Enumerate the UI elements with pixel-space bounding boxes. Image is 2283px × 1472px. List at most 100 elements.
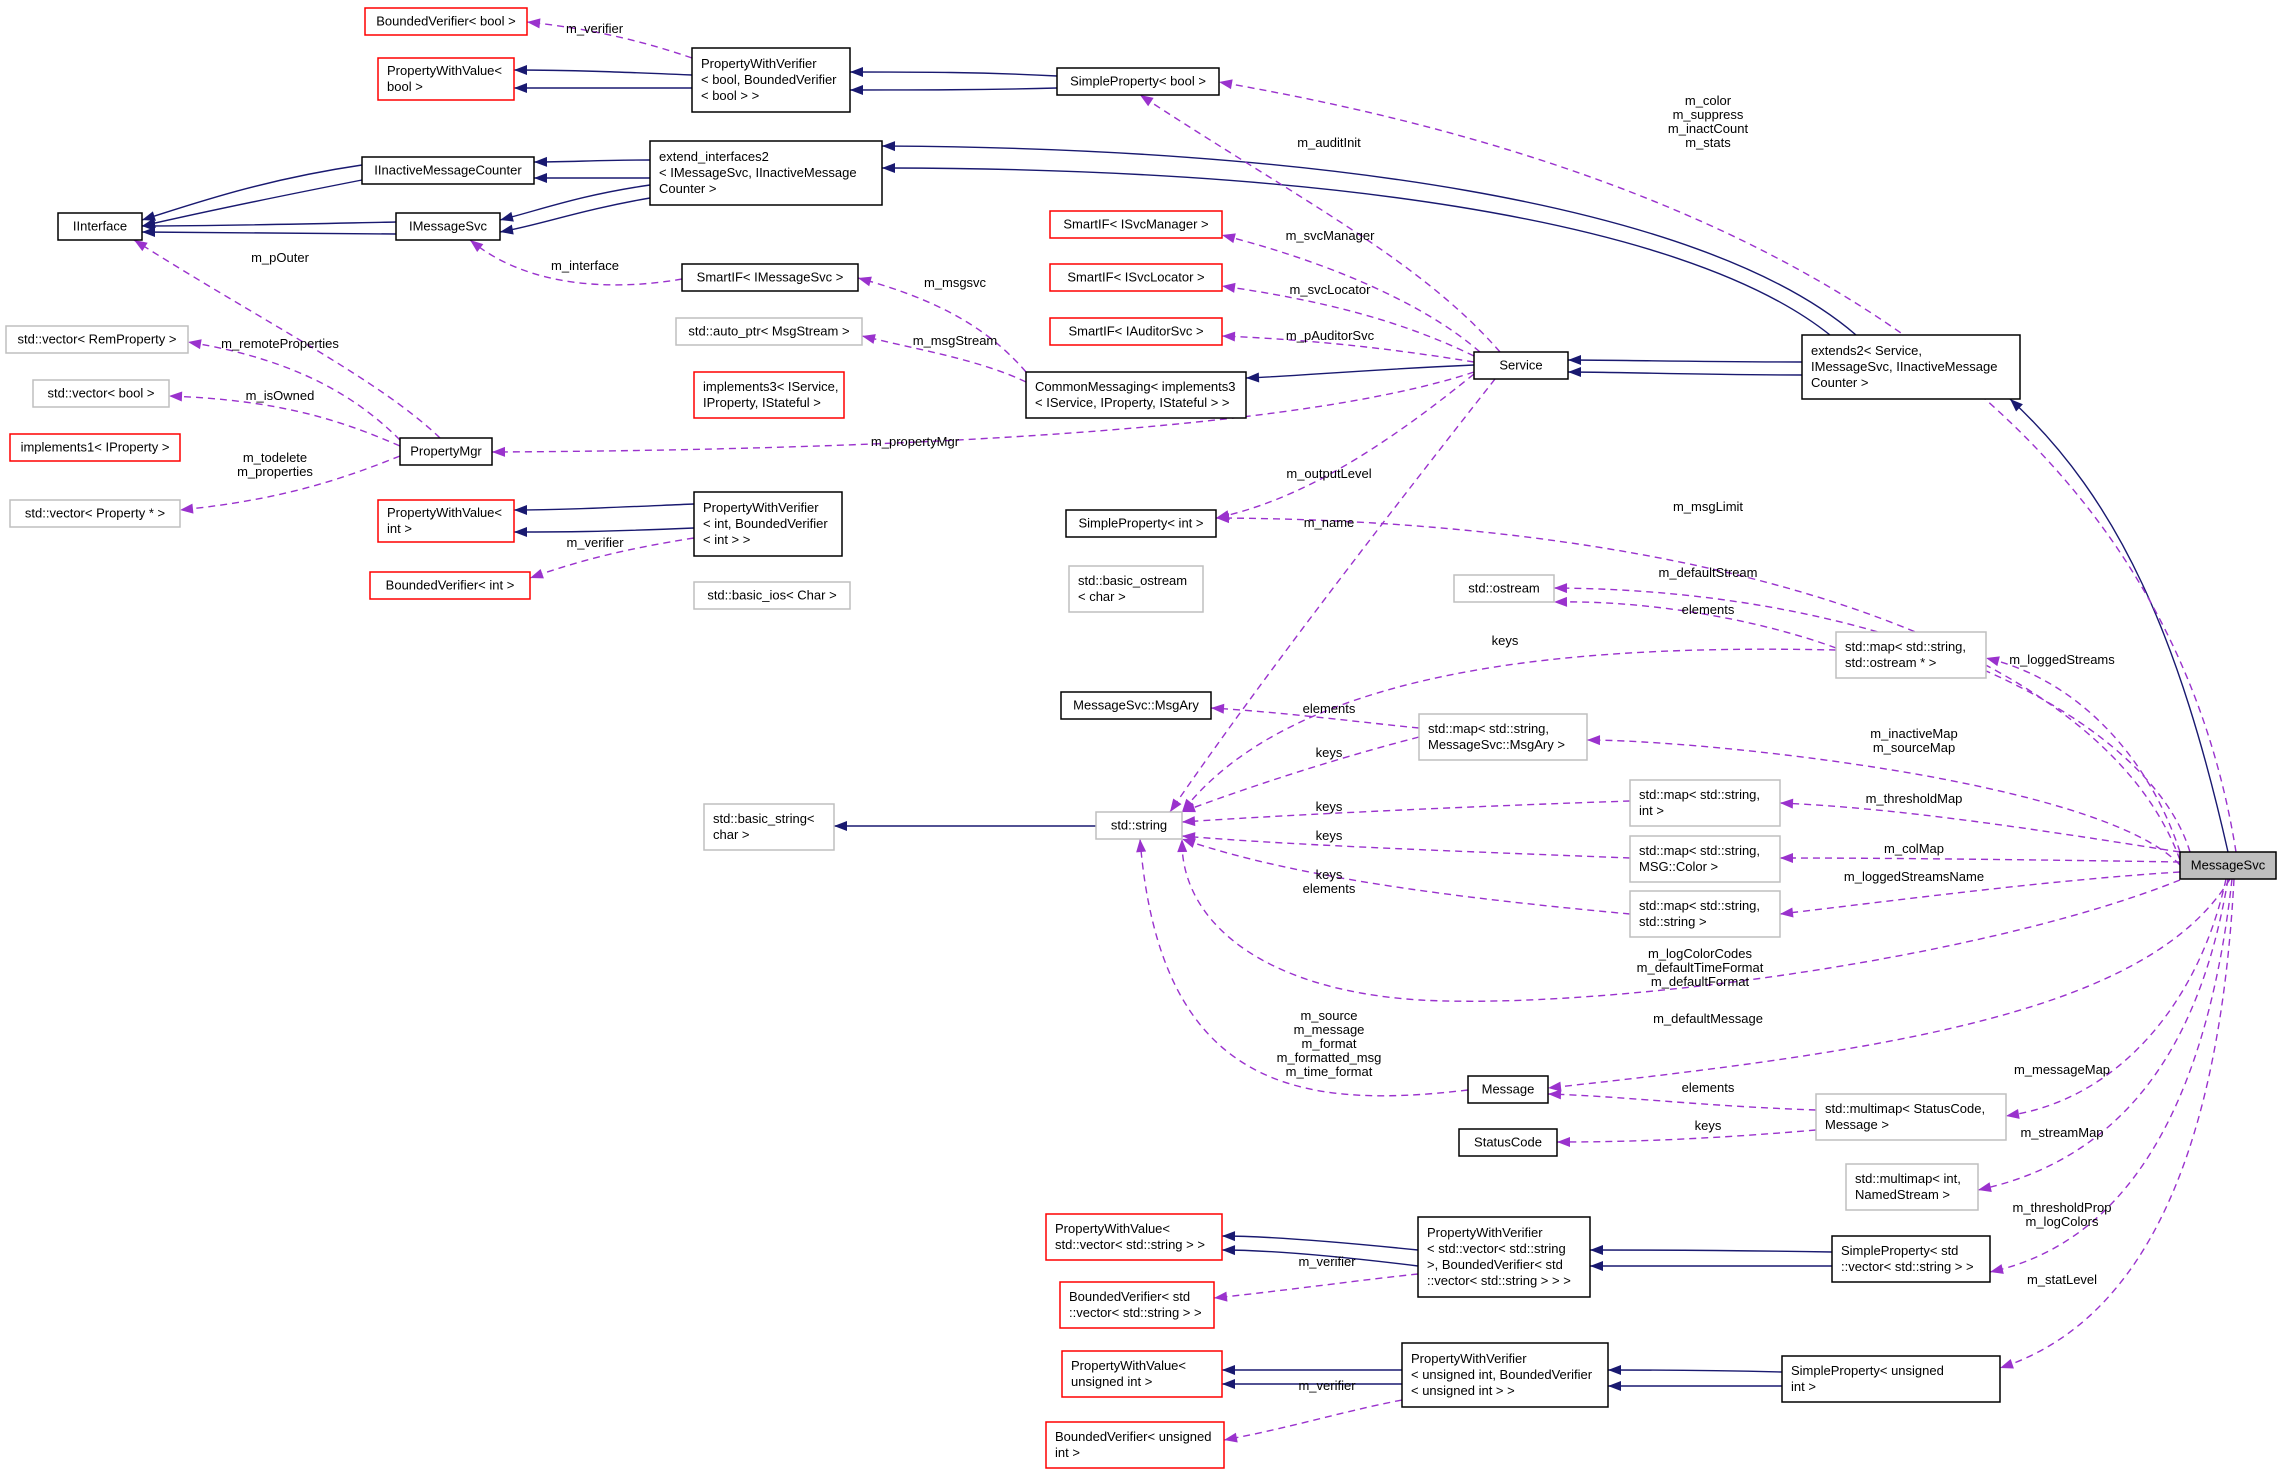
class-name-line: ::vector< std::string > > > bbox=[1427, 1273, 1571, 1288]
class-node-multimapsc[interactable]: std::multimap< StatusCode,Message > bbox=[1815, 1093, 2007, 1141]
arrowhead-icon bbox=[1554, 583, 1568, 594]
class-node-vecprop[interactable]: std::vector< Property * > bbox=[9, 499, 181, 528]
arrowhead-icon bbox=[530, 568, 544, 579]
class-node-statuscode[interactable]: StatusCode bbox=[1458, 1128, 1558, 1157]
class-node-messagesvc[interactable]: MessageSvc bbox=[2179, 851, 2277, 880]
class-name-line: std::multimap< StatusCode, bbox=[1825, 1101, 1985, 1116]
edge-label-line: m_svcLocator bbox=[1290, 282, 1372, 297]
class-node-spbool[interactable]: SimpleProperty< bool > bbox=[1056, 67, 1220, 96]
arrowhead-icon bbox=[1554, 596, 1568, 607]
arrowhead-icon bbox=[514, 83, 527, 93]
edge-label-line: keys bbox=[1316, 867, 1343, 882]
arrowhead-icon bbox=[188, 339, 202, 350]
class-node-msgary[interactable]: MessageSvc::MsgAry bbox=[1060, 691, 1212, 720]
arrowhead-icon bbox=[169, 391, 183, 402]
arrowhead-icon bbox=[1587, 735, 1601, 746]
class-node-basicostream[interactable]: std::basic_ostream< char > bbox=[1068, 565, 1204, 613]
class-node-bvint[interactable]: BoundedVerifier< int > bbox=[369, 571, 531, 600]
arrowhead-icon bbox=[1182, 816, 1196, 827]
inheritance-edge bbox=[1567, 367, 1803, 378]
class-node-message[interactable]: Message bbox=[1467, 1075, 1549, 1104]
class-node-extif2[interactable]: extend_interfaces2< IMessageSvc, IInacti… bbox=[649, 140, 883, 206]
class-node-basicstring[interactable]: std::basic_string<char > bbox=[703, 803, 835, 851]
class-node-mapcolor[interactable]: std::map< std::string,MSG::Color > bbox=[1629, 835, 1781, 883]
class-box bbox=[649, 140, 883, 206]
class-node-impl3[interactable]: implements3< IService,IProperty, IStatef… bbox=[693, 371, 845, 419]
class-node-extends2[interactable]: extends2< Service,IMessageSvc, IInactive… bbox=[1801, 334, 2021, 400]
class-node-mapint[interactable]: std::map< std::string,int > bbox=[1629, 779, 1781, 827]
usage-edge: m_remoteProperties bbox=[187, 336, 401, 441]
class-node-mapostream[interactable]: std::map< std::string,std::ostream * > bbox=[1835, 631, 1987, 679]
class-box bbox=[1417, 1216, 1591, 1298]
class-node-pwvalvec[interactable]: PropertyWithValue<std::vector< std::stri… bbox=[1045, 1213, 1223, 1261]
class-node-basicios[interactable]: std::basic_ios< Char > bbox=[693, 581, 851, 610]
class-node-pweruint[interactable]: PropertyWithVerifier< unsigned int, Boun… bbox=[1401, 1342, 1609, 1408]
class-name-line: std::auto_ptr< MsgStream > bbox=[688, 324, 849, 339]
inheritance-edge bbox=[1221, 1245, 1419, 1267]
class-node-ostream[interactable]: std::ostream bbox=[1453, 574, 1555, 603]
class-box bbox=[9, 499, 181, 528]
class-node-mapstring[interactable]: std::map< std::string,std::string > bbox=[1629, 890, 1781, 938]
edge-label: m_verifier bbox=[566, 535, 624, 550]
class-node-pwvervec[interactable]: PropertyWithVerifier< std::vector< std::… bbox=[1417, 1216, 1591, 1298]
class-node-sifmsgsvc[interactable]: SmartIF< IMessageSvc > bbox=[681, 263, 859, 292]
class-node-pwvalint[interactable]: PropertyWithValue<int > bbox=[377, 499, 515, 543]
class-name-line: PropertyWithVerifier bbox=[701, 56, 817, 71]
class-node-vecbool[interactable]: std::vector< bool > bbox=[32, 379, 170, 408]
edge-label-line: m_msgsvc bbox=[924, 275, 987, 290]
class-node-pwverint[interactable]: PropertyWithVerifier< int, BoundedVerifi… bbox=[693, 491, 843, 557]
edge-label-line: elements bbox=[1682, 1080, 1735, 1095]
class-node-pwvaluint[interactable]: PropertyWithValue<unsigned int > bbox=[1061, 1350, 1223, 1398]
class-node-spvec[interactable]: SimpleProperty< std::vector< std::string… bbox=[1831, 1235, 1991, 1283]
edge-label-line: m_todelete bbox=[243, 450, 307, 465]
class-node-autoptr[interactable]: std::auto_ptr< MsgStream > bbox=[675, 317, 863, 346]
usage-edge: m_streamMap bbox=[1977, 878, 2229, 1193]
class-name-line: std::string bbox=[1111, 818, 1167, 833]
class-node-impl1[interactable]: implements1< IProperty > bbox=[9, 433, 181, 462]
class-node-mapmsgary[interactable]: std::map< std::string,MessageSvc::MsgAry… bbox=[1418, 713, 1588, 761]
inheritance-edge bbox=[1590, 1261, 1832, 1271]
arrowhead-icon bbox=[1780, 907, 1794, 918]
edge-label: m_pOuter bbox=[251, 250, 309, 265]
class-node-sifsvcmgr[interactable]: SmartIF< ISvcManager > bbox=[1049, 210, 1223, 239]
class-node-iinactive[interactable]: IInactiveMessageCounter bbox=[361, 156, 535, 185]
class-node-sifaudit[interactable]: SmartIF< IAuditorSvc > bbox=[1049, 317, 1223, 346]
class-box bbox=[361, 156, 535, 185]
class-node-iinterface[interactable]: IInterface bbox=[57, 212, 143, 241]
class-node-imsgsvc[interactable]: IMessageSvc bbox=[395, 212, 501, 241]
arrowhead-icon bbox=[470, 240, 484, 252]
class-name-line: IInterface bbox=[73, 219, 127, 234]
arrowhead-icon bbox=[514, 526, 528, 537]
class-node-bvvec[interactable]: BoundedVerifier< std::vector< std::strin… bbox=[1059, 1281, 1215, 1329]
class-node-multimapns[interactable]: std::multimap< int,NamedStream > bbox=[1845, 1163, 1979, 1211]
class-node-vecremprop[interactable]: std::vector< RemProperty > bbox=[5, 325, 189, 354]
edge-label: m_propertyMgr bbox=[871, 434, 960, 449]
usage-edge: m_verifier bbox=[526, 18, 693, 59]
inheritance-edge bbox=[1222, 1365, 1403, 1375]
class-box bbox=[1801, 334, 2021, 400]
edge-label: keys bbox=[1316, 828, 1343, 843]
class-node-bvbool[interactable]: BoundedVerifier< bool > bbox=[364, 7, 528, 36]
arrowhead-icon bbox=[1557, 1136, 1571, 1147]
class-node-pwvalbool[interactable]: PropertyWithValue<bool > bbox=[377, 57, 515, 101]
class-node-service[interactable]: Service bbox=[1473, 351, 1569, 380]
class-node-spint[interactable]: SimpleProperty< int > bbox=[1065, 509, 1217, 538]
class-node-propmgr[interactable]: PropertyMgr bbox=[399, 437, 493, 466]
class-node-sifsvcloc[interactable]: SmartIF< ISvcLocator > bbox=[1049, 263, 1223, 292]
class-node-pwverbool[interactable]: PropertyWithVerifier< bool, BoundedVerif… bbox=[691, 47, 851, 113]
class-name-line: < bool > > bbox=[701, 88, 759, 103]
arrowhead-icon bbox=[1136, 839, 1147, 853]
usage-edge: m_msgLimit bbox=[1215, 499, 2181, 861]
arrowhead-icon bbox=[1140, 95, 1154, 107]
class-node-stdstring[interactable]: std::string bbox=[1095, 811, 1183, 840]
arrowhead-icon bbox=[514, 65, 528, 76]
class-node-commsg[interactable]: CommonMessaging< implements3< IService, … bbox=[1025, 371, 1247, 419]
inheritance-edge bbox=[533, 156, 651, 167]
class-box bbox=[1781, 1355, 2001, 1403]
class-name-line: Counter > bbox=[1811, 375, 1868, 390]
arrowhead-icon bbox=[1170, 798, 1182, 812]
